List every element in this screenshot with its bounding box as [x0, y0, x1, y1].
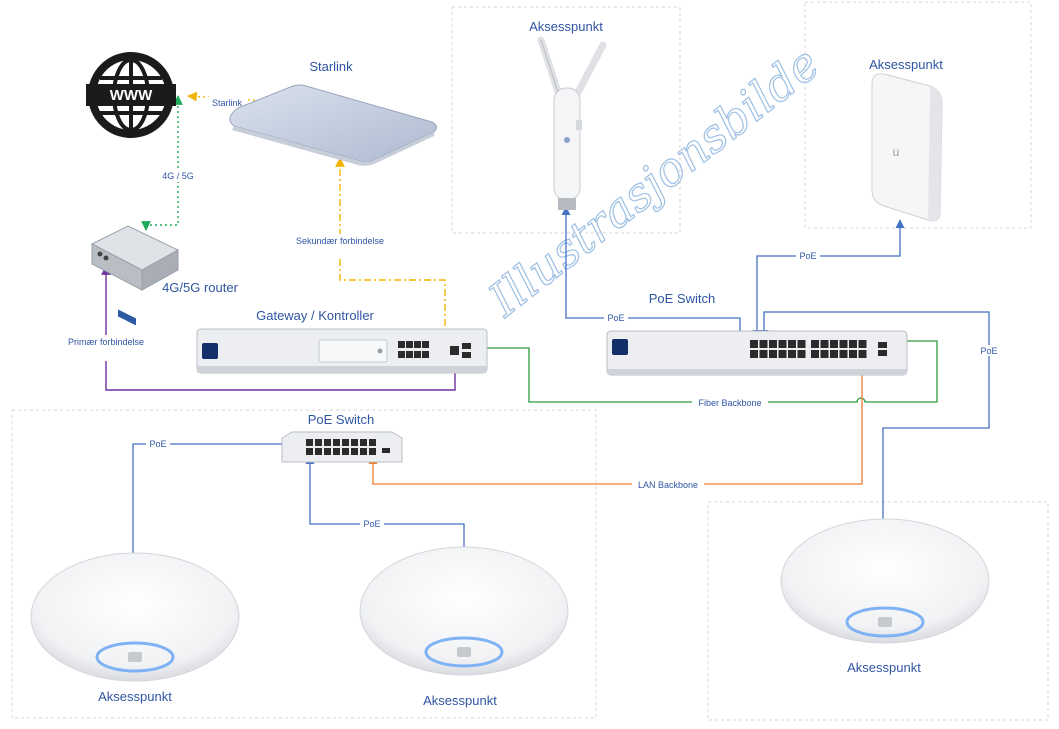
switch-port	[369, 439, 376, 446]
poe-switch-main	[606, 330, 908, 376]
globe-www-text: WWW	[110, 87, 153, 104]
ap-ceiling-bottom-left	[30, 552, 240, 682]
switch-port	[333, 439, 340, 446]
ap-bottom-middle-label: Aksesspunkt	[423, 693, 497, 708]
link-label-poe-top-right: PoE	[799, 251, 816, 261]
link-label-lan: LAN Backbone	[638, 480, 698, 490]
cellular-router	[90, 225, 180, 326]
starlink-dish	[229, 84, 438, 166]
switch-port	[324, 448, 331, 455]
switch-port	[750, 350, 758, 358]
link-label-poe-bottom-right: PoE	[980, 346, 997, 356]
ap-top-right-label: Aksesspunkt	[869, 57, 943, 72]
poe-switch-main-label: PoE Switch	[649, 291, 715, 306]
link-label-starlink: Starlink	[212, 98, 243, 108]
switch-port	[849, 350, 857, 358]
switch-port	[759, 340, 768, 348]
ap-outdoor-antenna	[537, 36, 607, 210]
switch-port	[342, 439, 349, 446]
switch-port	[820, 340, 829, 348]
frame-ap-top-right	[804, 1, 1032, 229]
gateway-label: Gateway / Kontroller	[256, 308, 374, 323]
poe-link-ap-bottom-left	[128, 439, 321, 573]
switch-port	[849, 340, 857, 348]
switch-port	[797, 350, 806, 358]
switch-port	[839, 350, 848, 358]
switch-port	[306, 448, 313, 455]
poe-switch-small	[281, 431, 403, 463]
switch-port	[333, 448, 340, 455]
switch-port	[306, 439, 313, 446]
switch-port	[788, 340, 796, 348]
svg-text:u: u	[893, 145, 900, 159]
switch-port	[759, 350, 768, 358]
switch-port	[839, 340, 848, 348]
switch-port	[778, 350, 787, 358]
link-label-primary: Primær forbindelse	[68, 337, 144, 347]
frame-ap-top-center	[451, 6, 681, 234]
switch-port	[769, 340, 777, 348]
switch-port	[351, 439, 358, 446]
switch-port	[369, 448, 376, 455]
ap-bottom-left-label: Aksesspunkt	[98, 689, 172, 704]
router-label: 4G/5G router	[162, 280, 239, 295]
switch-port	[769, 350, 777, 358]
switch-port	[830, 340, 838, 348]
switch-port	[342, 448, 349, 455]
ap-top-center-label: Aksesspunkt	[529, 19, 603, 34]
switch-port	[820, 350, 829, 358]
switch-port	[858, 350, 867, 358]
link-label-cellular: 4G / 5G	[162, 171, 194, 181]
cellular-link	[141, 95, 183, 231]
watermark-text: Illustrasjonsbilde	[478, 36, 830, 327]
poe-link-ap-bottom-middle	[305, 455, 469, 569]
ap-wall-mount: u	[871, 73, 943, 222]
link-label-poe-bottom-middle: PoE	[363, 519, 380, 529]
internet-globe-icon: WWW	[86, 52, 176, 138]
switch-port	[830, 350, 838, 358]
switch-port	[351, 448, 358, 455]
link-label-fiber: Fiber Backbone	[698, 398, 761, 408]
switch-port	[778, 340, 787, 348]
poe-link-ap-top-right	[752, 219, 905, 339]
link-label-secondary: Sekundær forbindelse	[296, 236, 384, 246]
switch-port	[811, 350, 819, 358]
switch-port	[324, 439, 331, 446]
switch-port	[315, 439, 322, 446]
switch-port	[811, 340, 819, 348]
switch-port	[360, 439, 367, 446]
switch-port	[797, 340, 806, 348]
ap-ceiling-bottom-middle	[359, 546, 569, 676]
starlink-label: Starlink	[309, 59, 353, 74]
poe-switch-small-label: PoE Switch	[308, 412, 374, 427]
switch-port	[858, 340, 867, 348]
switch-port	[750, 340, 758, 348]
link-label-poe-bottom-left: PoE	[149, 439, 166, 449]
link-label-poe-top-center: PoE	[607, 313, 624, 323]
switch-port	[315, 448, 322, 455]
switch-port	[788, 350, 796, 358]
switch-port	[360, 448, 367, 455]
gateway-device	[196, 328, 488, 374]
ap-bottom-right-label: Aksesspunkt	[847, 660, 921, 675]
frame-bottom-left	[11, 409, 597, 719]
poe-link-ap-bottom-right	[759, 311, 990, 539]
ap-ceiling-bottom-right	[780, 518, 990, 644]
